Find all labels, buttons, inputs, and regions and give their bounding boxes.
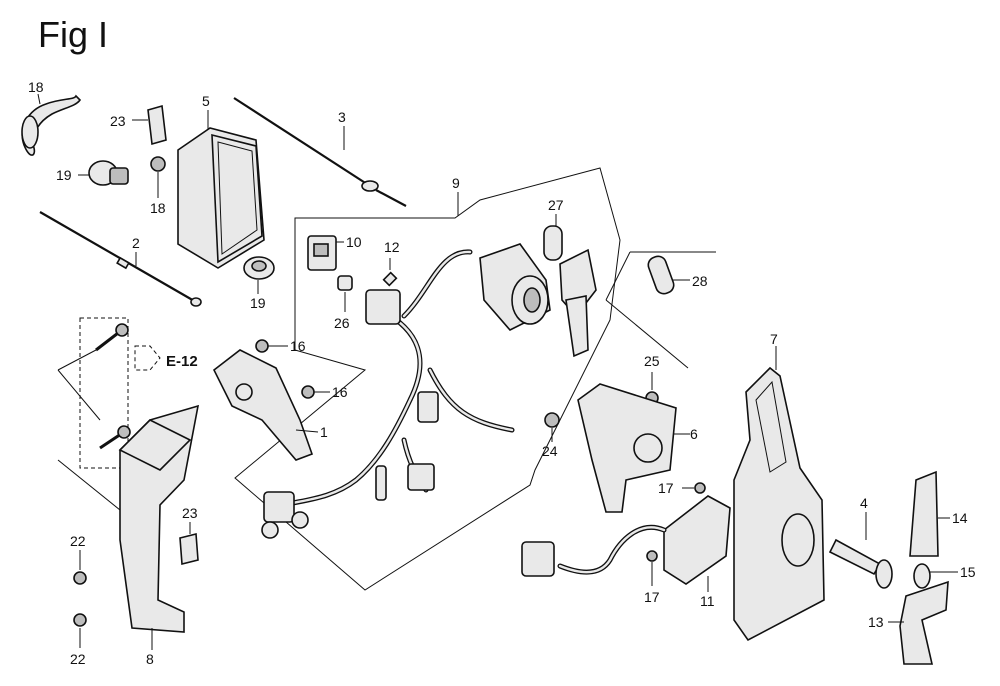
- reference-tag: E-12: [166, 353, 198, 370]
- callout-17: 17: [658, 480, 674, 496]
- part-16-bolts: [255, 339, 330, 399]
- callout-17b: 17: [644, 589, 660, 605]
- callout-10: 10: [346, 234, 362, 250]
- figure-title: Fig I: [38, 14, 109, 55]
- callout-26: 26: [334, 315, 350, 331]
- part-19-grommet: [243, 256, 275, 294]
- callout-1: 1: [320, 424, 328, 440]
- callout-5: 5: [202, 93, 210, 109]
- callout-23: 23: [110, 113, 126, 129]
- harness-group-frame: [234, 167, 621, 591]
- part-12-fuse: [382, 258, 398, 287]
- part-18-nut: [150, 156, 166, 198]
- part-13-plate: [888, 580, 949, 665]
- callout-7: 7: [770, 331, 778, 347]
- bolt-set-left: [57, 317, 131, 469]
- callout-2: 2: [132, 235, 140, 251]
- callout-15: 15: [960, 564, 976, 580]
- part-8-bracket: [57, 404, 200, 650]
- callout-9: 9: [452, 175, 460, 191]
- callout-4: 4: [860, 495, 868, 511]
- part-20-band: [21, 93, 82, 156]
- part-28-cap: [605, 251, 716, 369]
- part-14-plate: [909, 470, 950, 557]
- part-17-screws: [646, 482, 706, 586]
- callout-24: 24: [542, 443, 558, 459]
- part-2-cable: [39, 211, 202, 307]
- part-21-clamp: [78, 160, 129, 186]
- callout-8: 8: [146, 651, 154, 667]
- part-27-keys: [543, 214, 597, 358]
- part-15-washer: [913, 563, 958, 589]
- callout-16b: 16: [332, 384, 348, 400]
- callout-20: 18: [28, 79, 44, 95]
- callout-27: 27: [548, 197, 564, 213]
- part-9-harness: [261, 192, 515, 539]
- callout-labels: 18 5 23 3 19 18 9 27 2 10 12 28 19 26 7 …: [28, 79, 976, 667]
- ignition-switch: [479, 243, 551, 331]
- part-7-plate: [733, 346, 825, 642]
- callout-3: 3: [338, 109, 346, 125]
- part-24-nut: [544, 412, 560, 442]
- callout-13: 13: [868, 614, 884, 630]
- part-10-connector: [307, 235, 344, 271]
- callout-22: 22: [70, 533, 86, 549]
- part-3-cable: [233, 97, 407, 207]
- reference-arrow-e12: E-12: [134, 345, 198, 371]
- part-4-bolt: [828, 512, 893, 589]
- callout-28: 28: [692, 273, 708, 289]
- callout-25: 25: [644, 353, 660, 369]
- callout-19: 19: [250, 295, 266, 311]
- part-11-module: [521, 495, 731, 592]
- callout-6: 6: [690, 426, 698, 442]
- callout-12: 12: [384, 239, 400, 255]
- callout-21: 19: [56, 167, 72, 183]
- part-26-terminal: [337, 275, 353, 312]
- part-23-clip: [132, 104, 167, 146]
- part-22-bolts: [73, 550, 87, 648]
- callout-18: 18: [150, 200, 166, 216]
- part-23-clip-lower: [179, 522, 199, 566]
- part-6-bracket: [577, 383, 690, 513]
- part-1-throttle: [212, 349, 319, 461]
- callout-16: 16: [290, 338, 306, 354]
- callout-23b: 23: [182, 505, 198, 521]
- callout-22b: 22: [70, 651, 86, 667]
- part-5-cover: [177, 110, 265, 269]
- callout-14: 14: [952, 510, 968, 526]
- callout-11: 11: [700, 593, 715, 609]
